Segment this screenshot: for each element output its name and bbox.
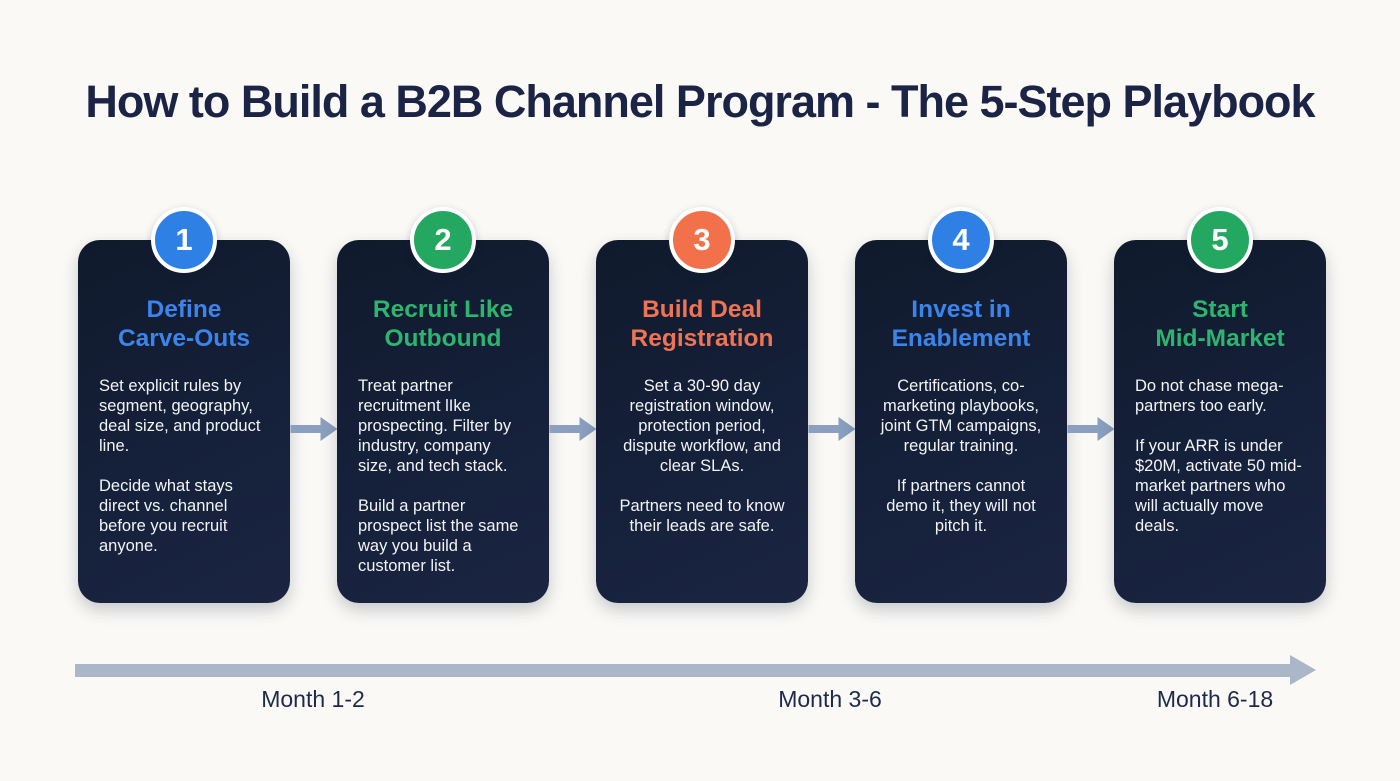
step-1-title: Define Carve-Outs <box>99 296 269 353</box>
step-card-3: 3 Build Deal Registration Set a 30-90 da… <box>596 207 808 603</box>
step-number: 2 <box>434 222 452 257</box>
step-3-paragraph-2: Partners need to know their leads are sa… <box>619 497 785 536</box>
step-4-paragraph-2: If partners cannot demo it, they will no… <box>886 477 1036 536</box>
step-3-title: Build Deal Registration <box>617 296 787 353</box>
right-arrow-icon <box>1067 417 1114 441</box>
step-2-paragraph-1: Treat partner recruitment lIke prospecti… <box>358 377 512 476</box>
step-5-title: Start Mid-Market <box>1135 296 1305 353</box>
step-title-line2: Outbound <box>384 324 502 352</box>
timeline-label-month-6-18: Month 6-18 <box>1156 686 1274 712</box>
step-2-title: Recruit Like Outbound <box>358 296 528 353</box>
step-title-line2: Mid-Market <box>1155 324 1285 352</box>
step-3-number-badge: 3 <box>669 207 735 273</box>
timeline-label-month-3-6: Month 3-6 <box>778 686 882 712</box>
gap-spacer <box>290 240 337 603</box>
timeline-arrow <box>75 655 1316 685</box>
step-number: 4 <box>952 222 970 257</box>
step-number: 5 <box>1211 222 1229 257</box>
step-title-line1: Define <box>146 296 222 323</box>
timeline-arrowhead-icon <box>1290 655 1316 685</box>
step-5-paragraph-2: If your ARR is under $20M, activate 50 m… <box>1135 437 1302 536</box>
gap-spacer <box>549 240 596 603</box>
gap-spacer <box>1067 240 1114 603</box>
step-card-2: 2 Recruit Like Outbound Treat partner re… <box>337 207 549 603</box>
right-arrow-icon <box>549 417 596 441</box>
step-number: 1 <box>175 222 193 257</box>
step-number: 3 <box>693 222 711 257</box>
gap-spacer <box>808 240 855 603</box>
step-5-number-badge: 5 <box>1187 207 1253 273</box>
step-title-line1: Invest in <box>911 296 1011 323</box>
step-card-1: 1 Define Carve-Outs Set explicit rules b… <box>78 207 290 603</box>
step-card-4: 4 Invest in Enablement Certifications, c… <box>855 207 1067 603</box>
step-title-line2: Enablement <box>891 324 1031 352</box>
step-1-number-badge: 1 <box>151 207 217 273</box>
step-2-number-badge: 2 <box>410 207 476 273</box>
step-2-paragraph-2: Build a partner prospect list the same w… <box>358 497 519 576</box>
steps-row: 1 Define Carve-Outs Set explicit rules b… <box>78 207 1326 603</box>
step-title-line1: Start <box>1192 296 1248 323</box>
step-1-paragraph-2: Decide what stays direct vs. channel bef… <box>99 477 233 556</box>
step-title-line1: Recruit Like <box>372 296 514 323</box>
step-card-5: 5 Start Mid-Market Do not chase mega-par… <box>1114 207 1326 603</box>
step-title-line2: Registration <box>630 324 774 352</box>
step-title-line2: Carve-Outs <box>117 324 251 352</box>
step-5-paragraph-1: Do not chase mega-partners too early. <box>1135 377 1284 416</box>
right-arrow-icon <box>808 417 855 441</box>
timeline-label-month-1-2: Month 1-2 <box>261 686 365 712</box>
step-4-title: Invest in Enablement <box>876 296 1046 353</box>
step-1-paragraph-1: Set explicit rules by segment, geography… <box>99 377 261 456</box>
step-3-paragraph-1: Set a 30-90 day registration window, pro… <box>623 377 781 476</box>
step-4-paragraph-1: Certifications, co-marketing playbooks, … <box>880 377 1042 456</box>
step-4-number-badge: 4 <box>928 207 994 273</box>
right-arrow-icon <box>290 417 337 441</box>
timeline-arrow-bar <box>75 663 1290 677</box>
step-title-line1: Build Deal <box>642 296 762 323</box>
page-title: How to Build a B2B Channel Program - The… <box>85 76 1315 127</box>
